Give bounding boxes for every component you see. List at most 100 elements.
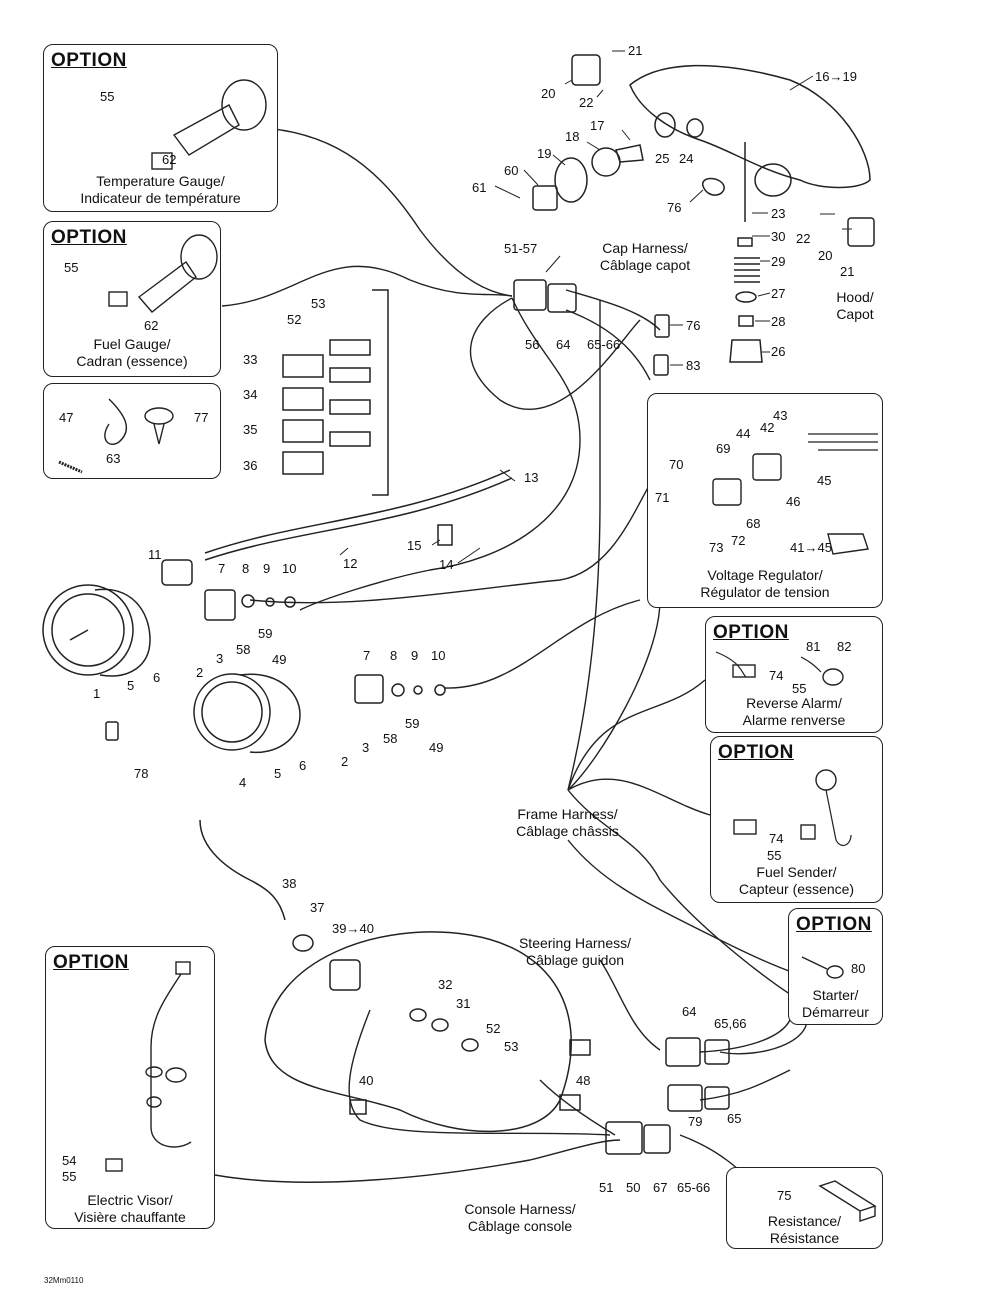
caption-line-1: Temperature Gauge/ <box>96 173 225 189</box>
panel-fasteners: 47 77 63 <box>43 383 221 479</box>
fuel-sender-icon <box>733 769 852 847</box>
steering-harness-caption-line-2: Câblage guidon <box>525 952 625 968</box>
callout-25: 25 <box>655 151 670 166</box>
option-label: OPTION <box>51 227 127 248</box>
frame-harness-caption: Frame Harness/ Câblage châssis <box>495 806 640 840</box>
panel-caption: Electric Visor/ Visière chauffante <box>46 1192 214 1226</box>
callout-6: 6 <box>299 758 307 773</box>
console-connector <box>605 1121 643 1155</box>
console-harness-caption-line-2: Câblage console <box>467 1218 573 1234</box>
callout-82: 82 <box>837 639 852 654</box>
callout-21: 21 <box>840 264 855 279</box>
cable-clamp-15 <box>437 524 453 546</box>
callout-11: 11 <box>148 547 162 562</box>
callout-61: 61 <box>472 180 487 195</box>
callout-81: 81 <box>806 639 821 654</box>
caption-line-1: Voltage Regulator/ <box>707 567 823 583</box>
option-label: OPTION <box>53 952 129 973</box>
frame-harness-caption-line-1: Frame Harness/ <box>517 806 618 822</box>
callout-23: 23 <box>771 206 786 221</box>
callout-50: 50 <box>626 1180 641 1195</box>
callout-65-66: 65,66 <box>714 1016 747 1031</box>
callout-44: 44 <box>736 426 751 441</box>
caption-line-2: Résistance <box>769 1230 840 1246</box>
starter-terminal-icon <box>801 956 844 979</box>
caption-line-2: Démarreur <box>802 1004 869 1020</box>
callout-59: 59 <box>405 716 420 731</box>
callout-69: 69 <box>716 441 731 456</box>
panel-reverse-alarm: OPTION 81 82 74 55 Reverse Alarm/ Alarme… <box>705 616 883 733</box>
hood-caption-line-1: Hood/ <box>836 289 874 305</box>
callout-2: 2 <box>341 754 349 769</box>
callout-36: 36 <box>243 458 258 473</box>
caption-line-2: Visière chauffante <box>74 1209 186 1225</box>
voltage-regulator-icon <box>712 433 878 555</box>
callout-62: 62 <box>162 152 177 167</box>
frame-harness-caption-line-2: Câblage châssis <box>516 823 619 839</box>
callout-8: 8 <box>242 561 250 576</box>
callout-49: 49 <box>429 740 444 755</box>
caption-line-1: Fuel Sender/ <box>756 864 837 880</box>
cap-harness-caption: Cap Harness/ Câblage capot <box>580 240 710 274</box>
callout-10: 10 <box>431 648 446 663</box>
callout-68: 68 <box>746 516 761 531</box>
callout-7: 7 <box>218 561 226 576</box>
caption-line-2: Alarme renverse <box>742 712 846 728</box>
callout-55: 55 <box>62 1169 77 1184</box>
callout-55: 55 <box>767 848 782 863</box>
hood-shell <box>629 64 871 189</box>
callout-14: 14 <box>439 557 454 572</box>
callout-38: 38 <box>282 876 297 891</box>
callout-20: 20 <box>818 248 833 263</box>
callout-67: 67 <box>653 1180 668 1195</box>
callout-18: 18 <box>565 129 580 144</box>
callout-10: 10 <box>282 561 297 576</box>
callout-9: 9 <box>411 648 419 663</box>
panel-caption: Voltage Regulator/ Régulator de tension <box>648 567 882 601</box>
callout-43: 43 <box>773 408 788 423</box>
option-label: OPTION <box>718 742 794 763</box>
callout-60: 60 <box>504 163 519 178</box>
caption-line-1: Electric Visor/ <box>87 1192 173 1208</box>
callout-80: 80 <box>851 961 866 976</box>
electric-visor-icon <box>105 961 192 1172</box>
callout-33: 33 <box>243 352 258 367</box>
hood-caption: Hood/ Capot <box>825 289 885 323</box>
console-harness-caption: Console Harness/ Câblage console <box>445 1201 595 1235</box>
callout-13: 13 <box>524 470 539 485</box>
caption-line-1: Fuel Gauge/ <box>93 336 171 352</box>
callout-63: 63 <box>106 451 121 466</box>
option-label: OPTION <box>713 622 789 643</box>
console-body <box>264 931 572 1133</box>
steering-harness-caption: Steering Harness/ Câblage guidon <box>500 935 650 969</box>
steering-harness-caption-line-1: Steering Harness/ <box>518 935 632 951</box>
callout-1: 1 <box>93 686 101 701</box>
callout-65-66: 65-66 <box>677 1180 711 1195</box>
callout-30: 30 <box>771 229 786 244</box>
callout-56: 56 <box>525 337 540 352</box>
callout-52: 52 <box>486 1021 501 1036</box>
callout-3: 3 <box>216 651 224 666</box>
console-harness-caption-line-1: Console Harness/ <box>464 1201 576 1217</box>
figure-code: 32Mm0110 <box>44 1276 84 1285</box>
callout-58: 58 <box>236 642 251 657</box>
panel-electric-visor: OPTION 54 55 Electric Visor/ Visière cha… <box>45 946 215 1229</box>
callout-79: 79 <box>688 1114 703 1129</box>
temperature-gauge-icon <box>151 79 267 170</box>
callout-70: 70 <box>669 457 684 472</box>
callout-51: 51 <box>599 1180 614 1195</box>
callout-19: 19 <box>537 146 552 161</box>
caption-line-2: Cadran (essence) <box>76 353 188 369</box>
callout-62: 62 <box>144 318 159 333</box>
callout-24: 24 <box>679 151 694 166</box>
panel-starter: OPTION 80 Starter/ Démarreur <box>788 908 883 1025</box>
callout-17: 17 <box>590 118 605 133</box>
callout-73: 73 <box>709 540 724 555</box>
callout-16-19: 16→19 <box>815 69 857 84</box>
connector-housing-36 <box>282 451 324 475</box>
resistance-icon <box>818 1180 877 1222</box>
callout-5: 5 <box>127 678 135 693</box>
connector-housing-34 <box>282 387 324 411</box>
callout-53: 53 <box>311 296 326 311</box>
callout-6: 6 <box>153 670 161 685</box>
